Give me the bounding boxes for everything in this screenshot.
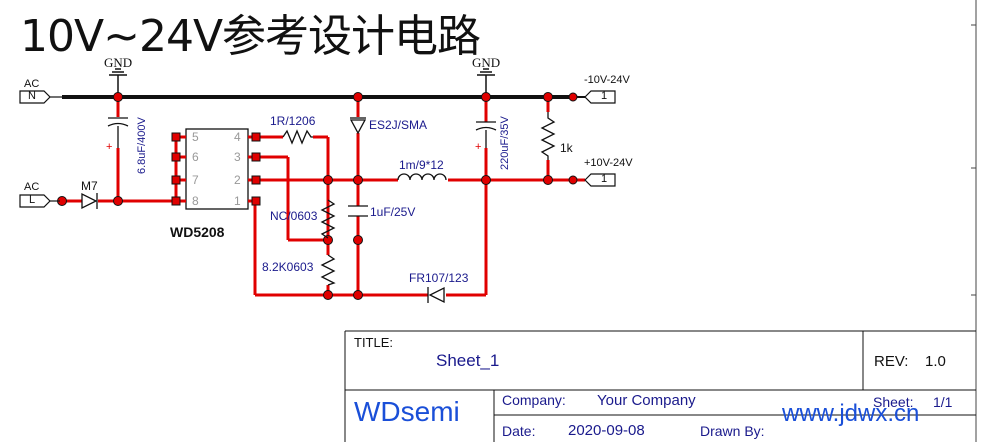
title-block-frame: [344, 330, 976, 442]
chip-pin-6: 6: [192, 150, 199, 164]
gnd-label-right: GND: [472, 55, 501, 70]
port-out-neg-name: 1: [600, 90, 608, 102]
tb-sheet-value: 1/1: [933, 394, 953, 410]
watermark: www.jdwx.cn: [782, 400, 920, 427]
tb-company-caption: Company:: [502, 392, 566, 408]
tb-rev-value: 1.0: [925, 353, 946, 370]
chip-pin-4: 4: [234, 130, 241, 144]
chip-pin-8: 8: [192, 194, 199, 208]
port-ac-l-label: AC: [24, 181, 40, 193]
chip-wd5208: [171, 128, 261, 210]
chip-pin-2: 2: [234, 173, 241, 187]
sheet-border: [971, 0, 977, 442]
port-ac-n-label: AC: [24, 78, 40, 90]
label-d-fr107: FR107/123: [409, 271, 469, 285]
label-c-220: 220uF/35V: [499, 116, 511, 170]
gnd-symbol-right: [477, 68, 495, 95]
tb-sheet-caption: Sheet:: [873, 394, 914, 410]
resistor-1r: [282, 129, 313, 145]
capacitor-1uf: [348, 205, 368, 217]
wires: [62, 97, 585, 297]
diode-fr107: [427, 286, 445, 304]
plus-mark: +: [475, 141, 481, 153]
label-r-nc: NC/0603: [270, 209, 318, 223]
tb-company-value: Your Company: [597, 392, 696, 409]
port-ac-l-shape: [19, 194, 60, 208]
tb-rev-caption: REV:: [874, 353, 909, 370]
chip-pin-5: 5: [192, 130, 199, 144]
capacitor-6.8uf: [107, 117, 129, 148]
tb-drawn-caption: Drawn By:: [700, 423, 765, 439]
diode-m7: [81, 192, 98, 210]
gnd-label-left: GND: [104, 55, 133, 70]
port-out-neg-label: -10V-24V: [584, 74, 630, 86]
port-out-pos-label: +10V-24V: [584, 157, 633, 169]
inductor-1m: [397, 173, 447, 181]
tb-brand: WDsemi: [354, 396, 460, 427]
label-d-m7: M7: [81, 179, 98, 193]
page-title: 10V~24V参考设计电路: [20, 11, 481, 62]
label-r-8k2: 8.2K0603: [262, 260, 314, 274]
diode-es2j: [349, 117, 367, 135]
capacitor-220uf: [475, 121, 497, 148]
tb-date-value: 2020-09-08: [568, 422, 645, 439]
label-c-1u: 1uF/25V: [370, 205, 416, 219]
label-l-1m: 1m/9*12: [399, 158, 444, 172]
label-chip: WD5208: [170, 224, 225, 240]
label-c-input: 6.8uF/400V: [136, 117, 148, 174]
chip-pin-3: 3: [234, 150, 241, 164]
port-ac-n-name: N: [28, 90, 36, 102]
label-r-1r: 1R/1206: [270, 114, 316, 128]
label-r-1k: 1k: [560, 141, 573, 155]
resistor-8k2: [320, 254, 336, 286]
junctions: [57, 92, 578, 300]
label-d-es2j: ES2J/SMA: [369, 118, 428, 132]
port-ac-n-shape: [19, 90, 62, 104]
plus-mark: +: [106, 141, 112, 153]
port-out-neg-shape: [584, 90, 616, 104]
resistor-1k: [540, 112, 556, 160]
port-out-pos-shape: [584, 173, 616, 187]
tb-title-caption: TITLE:: [354, 335, 394, 350]
tb-date-caption: Date:: [502, 423, 536, 439]
chip-pin-1: 1: [234, 194, 241, 208]
gnd-symbol-left: [109, 68, 127, 95]
port-ac-l-name: L: [28, 194, 36, 206]
resistor-nc: [320, 199, 336, 239]
chip-pin-7: 7: [192, 173, 199, 187]
tb-sheet-name: Sheet_1: [436, 351, 500, 370]
port-out-pos-name: 1: [600, 173, 608, 185]
